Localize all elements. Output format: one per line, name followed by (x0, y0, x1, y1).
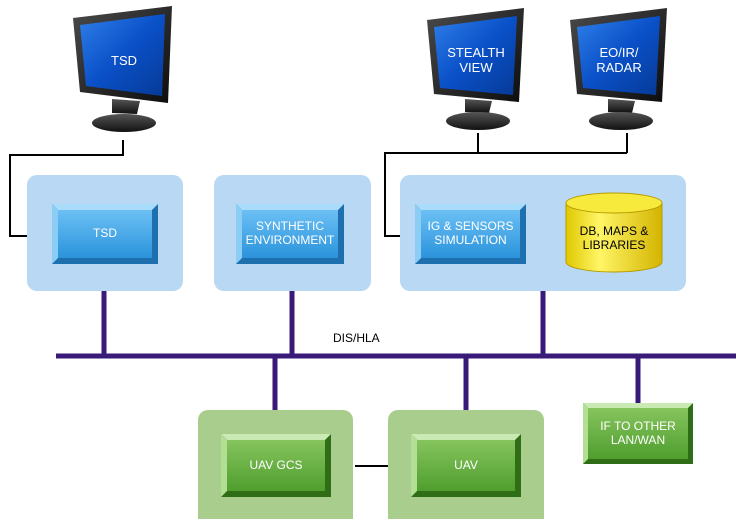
uav-module-box (411, 434, 521, 497)
monitor-eo-ir-radar (570, 8, 667, 130)
dis-hla-bus (56, 291, 736, 411)
tsd-monitor-connector (9, 140, 124, 237)
monitor-screen (434, 16, 517, 95)
ig-sensors-simulation-label: IG & SENSORS SIMULATION (427, 219, 514, 247)
lan-wan-interface-label: IF TO OTHER LAN/WAN (600, 418, 676, 447)
monitor-stealth-view (427, 8, 524, 130)
monitor-stealth-view-label: STEALTH VIEW (447, 45, 505, 75)
synthetic-environment-label: SYNTHETIC ENVIRONMENT (245, 219, 335, 247)
monitor-screen (80, 14, 165, 96)
monitor-base (589, 112, 653, 130)
synthetic-module-box (236, 204, 344, 264)
uav-gcs-module-box (221, 434, 331, 497)
monitor-eo-ir-radar-label: EO/IR/ RADAR (596, 45, 642, 75)
ig-module-box (415, 204, 526, 264)
monitor-base (92, 114, 156, 132)
monitor-stand (465, 99, 492, 113)
monitor-tsd (73, 6, 172, 132)
db-maps-libraries-label: DB, MAPS & LIBRARIES (579, 224, 649, 252)
uav-label: UAV (454, 457, 478, 472)
monitor-stand (608, 99, 635, 113)
database-cylinder (565, 192, 663, 273)
lan-wan-interface-box (583, 403, 693, 464)
tsd-module-box (52, 204, 158, 264)
monitor-base (446, 112, 510, 130)
tsd-module-label: TSD (93, 226, 117, 241)
monitor-stand (112, 99, 140, 114)
monitor-tsd-label: TSD (111, 52, 137, 68)
dis-hla-bus-label: DIS/HLA (333, 331, 380, 346)
monitor-screen (577, 16, 660, 95)
uav-gcs-label: UAV GCS (249, 457, 303, 472)
